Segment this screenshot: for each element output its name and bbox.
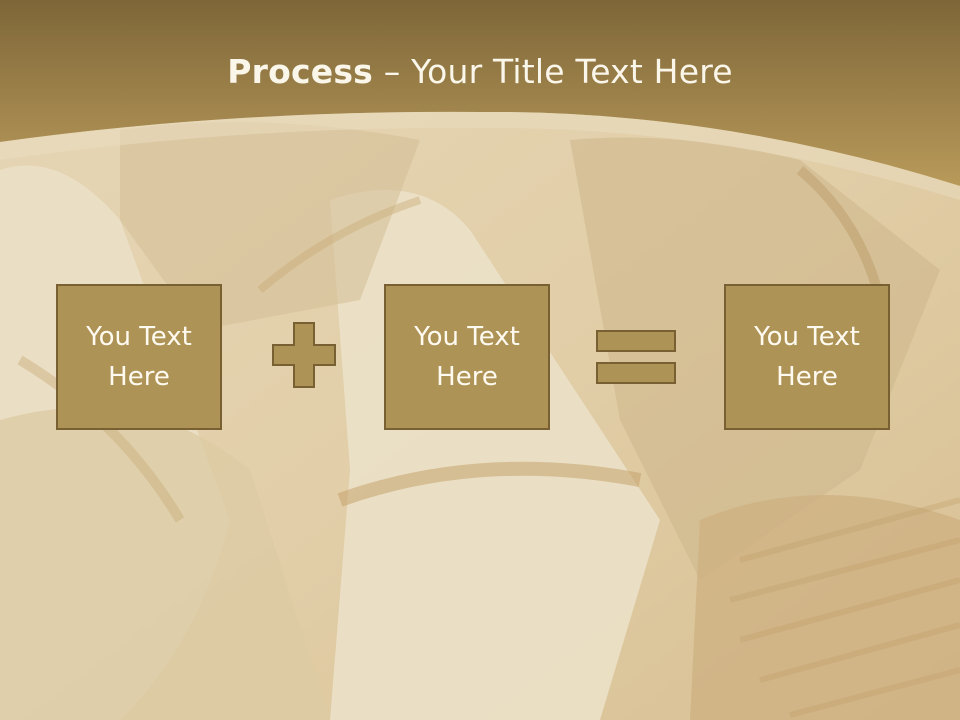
title-bold: Process — [227, 52, 374, 91]
slide-title: Process – Your Title Text Here — [0, 52, 960, 91]
process-box-2-line1: You Text — [414, 322, 520, 352]
plus-icon — [272, 322, 336, 388]
process-box-1-line2: Here — [108, 362, 170, 392]
process-box-2-line2: Here — [436, 362, 498, 392]
process-box-1-line1: You Text — [86, 322, 192, 352]
process-box-3-line2: Here — [776, 362, 838, 392]
equals-icon — [596, 330, 676, 384]
process-box-3-line1: You Text — [754, 322, 860, 352]
title-rest: – Your Title Text Here — [373, 52, 733, 91]
